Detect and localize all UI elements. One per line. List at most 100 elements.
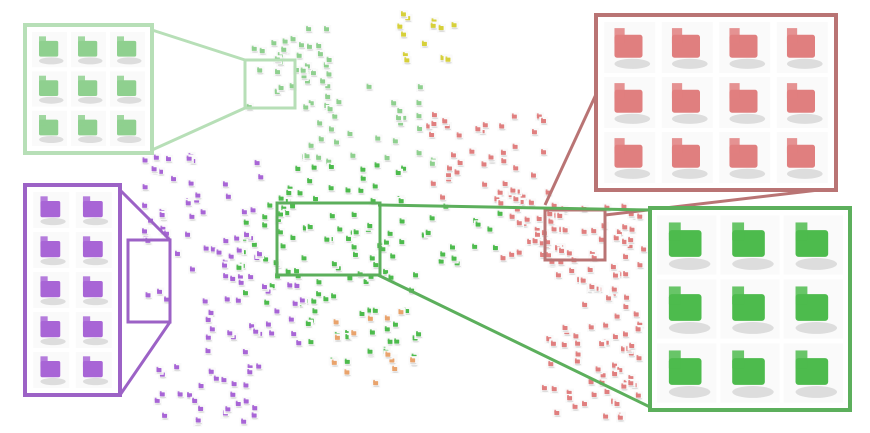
shape-thumbnail: [602, 387, 612, 397]
shape-thumbnail: [627, 341, 637, 351]
shape-thumbnail: [324, 70, 334, 80]
shape-thumbnail: [321, 294, 331, 304]
shape-thumbnail: [539, 116, 549, 126]
shape-thumbnail: [560, 340, 570, 350]
shape-thumbnail: [188, 265, 198, 275]
shape-thumbnail: [776, 22, 828, 73]
shape-thumbnail: [276, 83, 286, 93]
shape-thumbnail: [330, 358, 340, 368]
shape-thumbnail: [391, 320, 401, 330]
shape-thumbnail: [485, 225, 495, 235]
shape-thumbnail: [449, 254, 459, 264]
shape-thumbnail: [497, 122, 507, 132]
shape-thumbnail: [154, 365, 164, 375]
shape-thumbnail: [203, 346, 213, 356]
shape-thumbnail: [573, 357, 583, 367]
shape-thumbnail: [204, 333, 214, 343]
shape-thumbnail: [429, 119, 439, 129]
shape-thumbnail: [309, 297, 319, 307]
shape-thumbnail: [430, 110, 440, 120]
shape-thumbnail: [214, 248, 224, 258]
shape-thumbnail: [510, 112, 520, 122]
shape-thumbnail: [332, 138, 342, 148]
shape-thumbnail: [573, 339, 583, 349]
shape-thumbnail: [452, 168, 462, 178]
shape-thumbnail: [143, 291, 153, 301]
shape-thumbnail: [169, 174, 179, 184]
shape-thumbnail: [335, 225, 345, 235]
shape-thumbnail: [343, 357, 353, 367]
shape-thumbnail: [402, 56, 412, 66]
shape-thumbnail: [260, 212, 270, 222]
shape-thumbnail: [368, 328, 378, 338]
shape-thumbnail: [241, 397, 251, 407]
shape-thumbnail: [557, 246, 567, 256]
shape-thumbnail: [255, 249, 265, 259]
shape-thumbnail: [530, 236, 540, 246]
shape-thumbnail: [436, 257, 446, 267]
shape-thumbnail: [365, 347, 375, 357]
shape-thumbnail: [288, 233, 298, 243]
shape-thumbnail: [661, 132, 713, 183]
shape-thumbnail: [414, 98, 424, 108]
shape-thumbnail: [539, 148, 549, 158]
shape-thumbnail: [110, 71, 145, 107]
shape-thumbnail: [530, 127, 540, 137]
shape-thumbnail: [612, 399, 622, 409]
shape-thumbnail: [208, 325, 218, 335]
shape-thumbnail: [371, 260, 381, 270]
shape-thumbnail: [287, 315, 297, 325]
shape-thumbnail: [627, 225, 637, 235]
shape-thumbnail: [249, 411, 259, 421]
shape-thumbnail: [633, 325, 643, 335]
shape-thumbnail: [499, 148, 509, 158]
shape-thumbnail: [522, 215, 532, 225]
shape-thumbnail: [322, 235, 332, 245]
shape-thumbnail: [527, 198, 537, 208]
shape-thumbnail: [507, 212, 517, 222]
shape-thumbnail: [33, 232, 70, 268]
shape-thumbnail: [428, 159, 438, 169]
shape-thumbnail: [75, 232, 112, 268]
shape-thumbnail: [546, 217, 556, 227]
shape-thumbnail: [392, 337, 402, 347]
shape-thumbnail: [219, 375, 229, 385]
shape-thumbnail: [254, 362, 264, 372]
shape-thumbnail: [356, 186, 366, 196]
shape-thumbnail: [334, 97, 344, 107]
shape-thumbnail: [411, 271, 421, 281]
shape-thumbnail: [33, 272, 70, 308]
shape-thumbnail: [110, 110, 145, 146]
shape-thumbnail: [276, 210, 286, 220]
shape-thumbnail: [622, 293, 632, 303]
shape-thumbnail: [579, 227, 589, 237]
shape-thumbnail: [511, 195, 521, 205]
shape-thumbnail: [570, 402, 580, 412]
shape-thumbnail: [267, 329, 277, 339]
shape-thumbnail: [329, 292, 339, 302]
shape-thumbnail: [399, 30, 409, 40]
shape-thumbnail: [32, 71, 67, 107]
shape-thumbnail: [140, 182, 150, 192]
shape-thumbnail: [304, 319, 314, 329]
shape-thumbnail: [348, 151, 358, 161]
shape-thumbnail: [264, 320, 274, 330]
shape-thumbnail: [415, 124, 425, 134]
shape-thumbnail: [327, 125, 337, 135]
shape-thumbnail: [327, 162, 337, 172]
shape-thumbnail: [157, 210, 167, 220]
shape-thumbnail: [164, 154, 174, 164]
shape-thumbnail: [162, 295, 172, 305]
shape-thumbnail: [515, 218, 525, 228]
shape-thumbnail: [372, 161, 382, 171]
shape-thumbnail: [314, 41, 324, 51]
shape-thumbnail: [371, 378, 381, 388]
shape-thumbnail: [612, 312, 622, 322]
shape-thumbnail: [661, 22, 713, 73]
thumbnail-scatter: [140, 10, 649, 427]
shape-thumbnail: [32, 32, 67, 68]
shape-thumbnail: [330, 259, 340, 269]
shape-thumbnail: [470, 242, 480, 252]
shape-thumbnail: [626, 235, 636, 245]
shape-thumbnail: [473, 124, 483, 134]
